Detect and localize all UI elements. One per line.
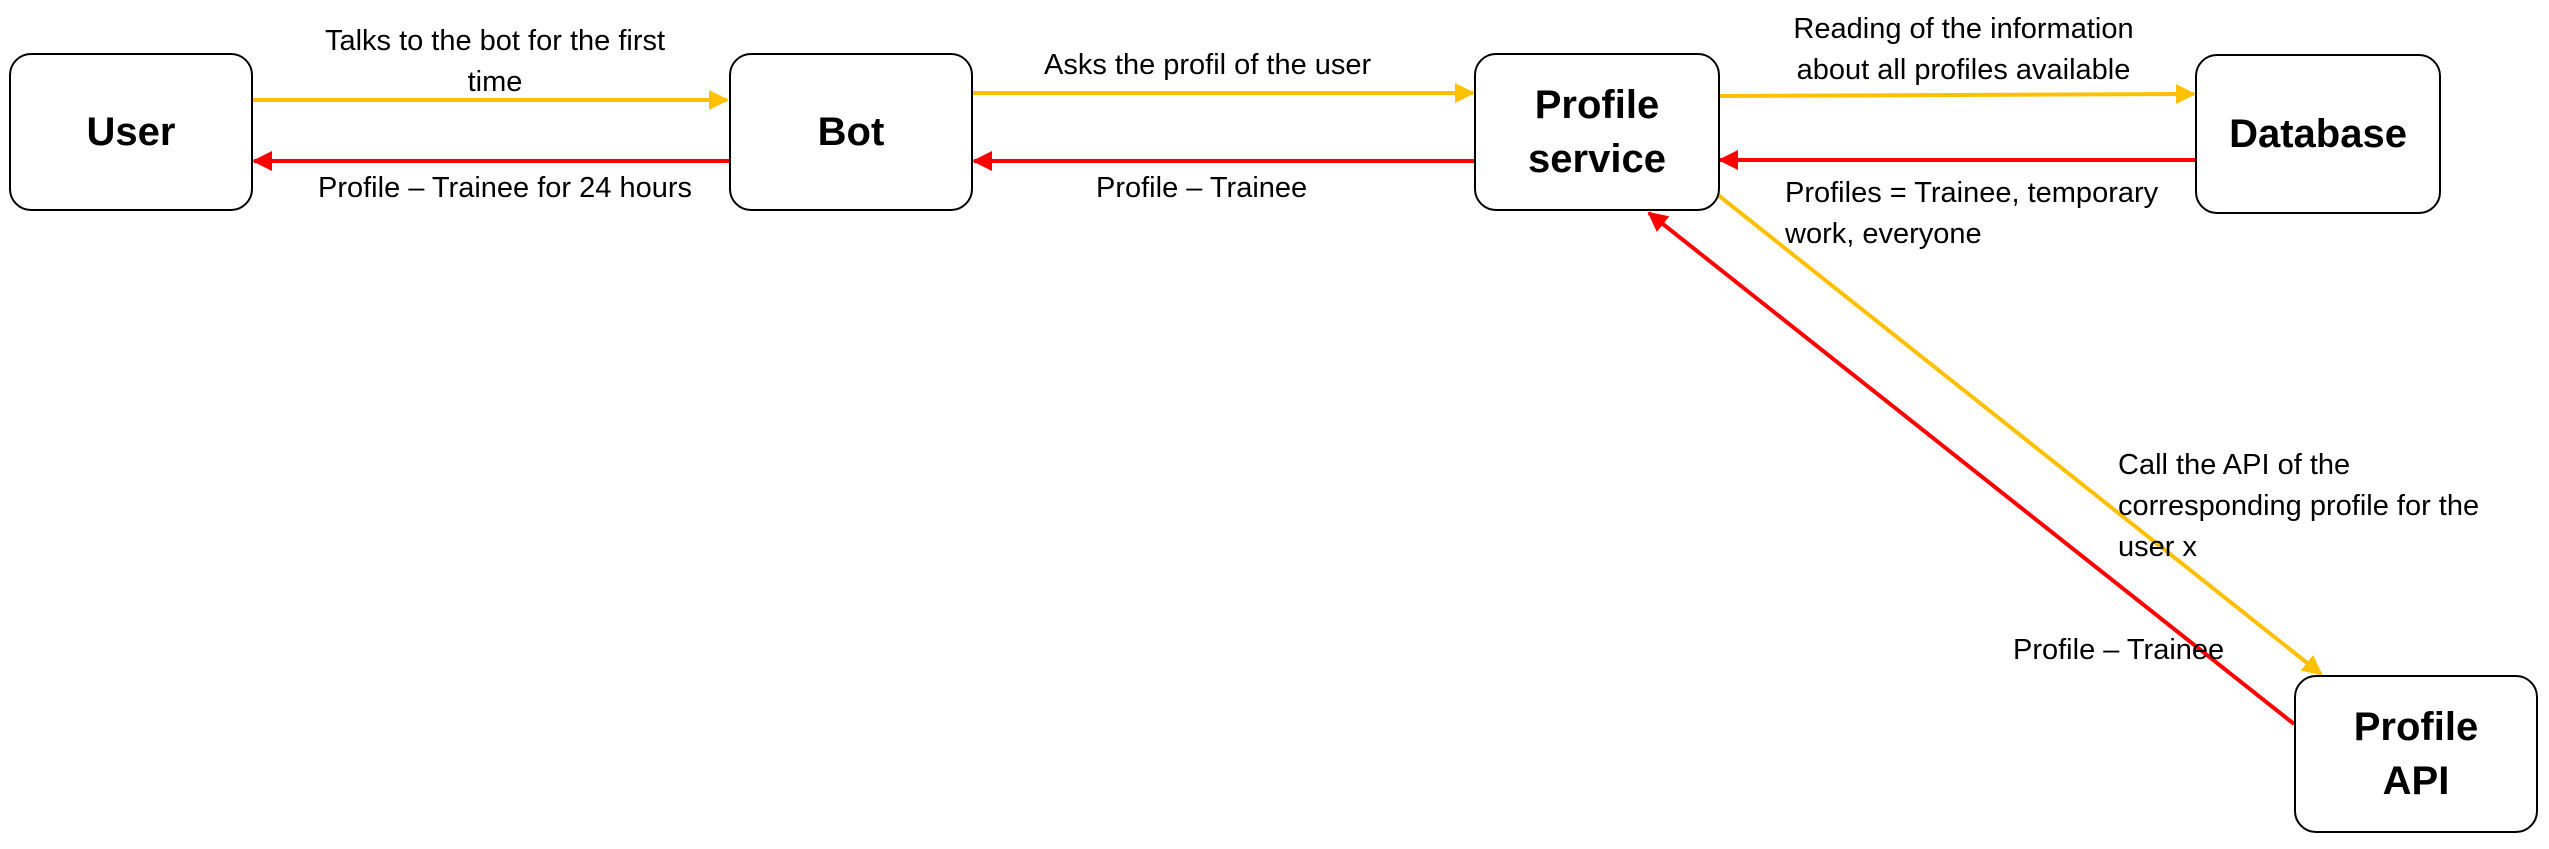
label-api-to-service: Profile – Trainee <box>2013 634 2225 666</box>
profile-api-node: Profile API <box>2294 675 2538 833</box>
label-service-to-db: Reading of the information about all pro… <box>1793 13 2134 86</box>
profile-service-node: Profile service <box>1474 53 1720 211</box>
profile-service-label-line1: Profile <box>1534 83 1660 127</box>
label-bot-to-service: Asks the profil of the user <box>1044 49 1372 81</box>
label-service-to-api: Call the API of the corresponding profil… <box>2118 449 2480 563</box>
bot-node-label: Bot <box>817 110 885 154</box>
arrow-service-to-db <box>1717 84 2196 105</box>
user-node-label: User <box>86 110 176 154</box>
label-service-to-bot: Profile – Trainee <box>1096 172 1308 204</box>
profile-api-label-line2: API <box>2382 759 2450 803</box>
database-node-label: Database <box>2229 112 2407 156</box>
label-user-to-bot: Talks to the bot for the first time <box>324 25 666 98</box>
bot-node: Bot <box>729 53 973 211</box>
arrow-service-to-api <box>1716 193 2323 676</box>
user-node: User <box>9 53 253 211</box>
database-node: Database <box>2195 54 2441 214</box>
label-bot-to-user: Profile – Trainee for 24 hours <box>318 172 692 204</box>
label-db-to-service: Profiles = Trainee, temporary work, ever… <box>1785 177 2159 250</box>
profile-service-label-line2: service <box>1528 137 1666 181</box>
profile-api-label-line1: Profile <box>2353 705 2479 749</box>
arrow-api-to-service <box>1647 211 2296 726</box>
